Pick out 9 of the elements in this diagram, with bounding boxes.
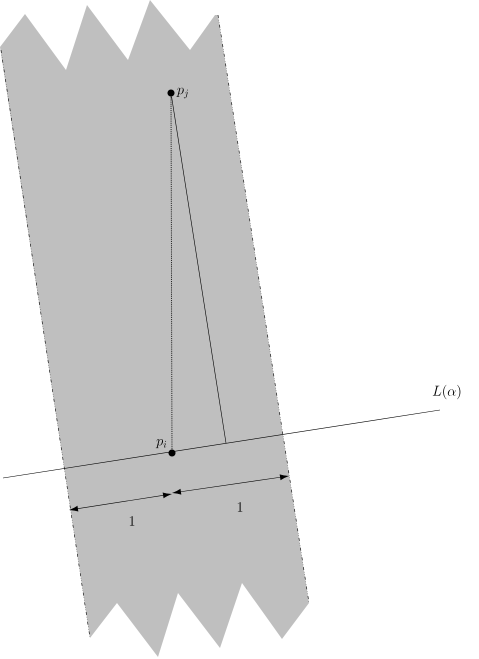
math-label: $1$ bbox=[130, 516, 134, 526]
line-segment bbox=[170, 96, 172, 450]
math-label: $L(\alpha)$ bbox=[432, 384, 460, 400]
node-label: $p_j$ bbox=[176, 88, 188, 98]
line-segment bbox=[171, 96, 226, 444]
node-label: $p_i$ bbox=[156, 439, 166, 448]
point: $p_i$ bbox=[156, 439, 176, 456]
point: $p_j$ bbox=[168, 88, 188, 98]
math-label: $1$ bbox=[238, 502, 242, 512]
